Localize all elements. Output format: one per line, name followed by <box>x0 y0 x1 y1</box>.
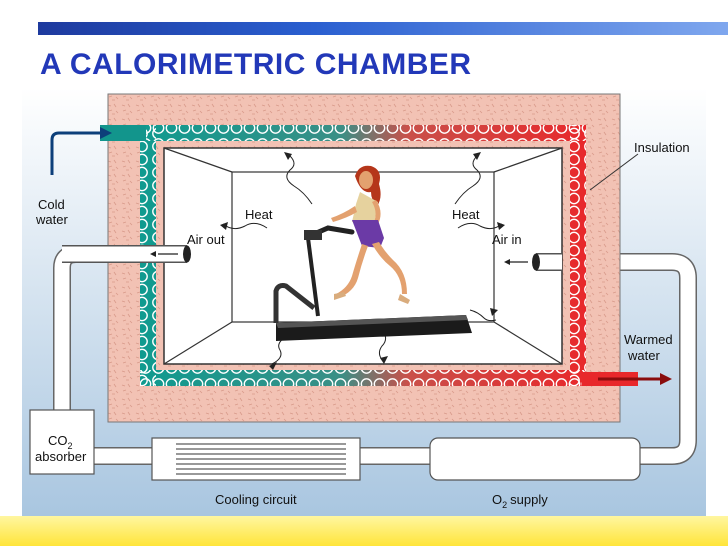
cold-water-inlet-pipe <box>100 125 146 141</box>
title-stripe <box>38 22 728 35</box>
heat-label-left: Heat <box>245 207 273 222</box>
o2-subscript: 2 <box>502 500 507 510</box>
co2-subscript: 2 <box>68 441 73 451</box>
cold-water-arrow <box>50 131 100 175</box>
runner-figure <box>331 165 410 304</box>
warmed-water-arrowhead <box>660 373 672 385</box>
calorimetric-chamber-diagram: Insulation Cold water Heat Heat Air out … <box>22 88 706 516</box>
co2-main: CO <box>48 433 68 448</box>
top-bar <box>0 0 728 16</box>
heat-arrowheads <box>220 152 505 370</box>
o2-main: O <box>492 492 502 507</box>
insulation-label: Insulation <box>634 140 690 155</box>
air-in-tube <box>504 253 562 271</box>
air-out-label: Air out <box>187 232 225 247</box>
air-in-label: Air in <box>492 232 522 247</box>
o2-supply-tank <box>429 437 641 481</box>
cold-water-label-line1: Cold <box>38 197 65 212</box>
warmed-water-label-line1: Warmed <box>624 332 673 347</box>
insulation-leader-line <box>589 153 639 191</box>
cold-water-label-line2: water <box>35 212 68 227</box>
footer-band <box>0 516 728 546</box>
heat-flow-arrows <box>222 155 503 365</box>
cooling-circuit-label: Cooling circuit <box>215 492 297 507</box>
air-out-tube <box>62 245 191 263</box>
absorber-label: absorber <box>35 449 87 464</box>
o2-supply-word: supply <box>510 492 548 507</box>
page-title: A CALORIMETRIC CHAMBER <box>40 48 472 81</box>
warmed-water-label-line2: water <box>627 348 660 363</box>
heat-label-right: Heat <box>452 207 480 222</box>
co2-label: CO2 <box>48 433 73 451</box>
treadmill <box>273 225 472 341</box>
co2-absorber-box <box>29 409 95 475</box>
cold-water-arrowhead <box>100 127 112 139</box>
cooling-circuit-unit <box>151 437 361 481</box>
